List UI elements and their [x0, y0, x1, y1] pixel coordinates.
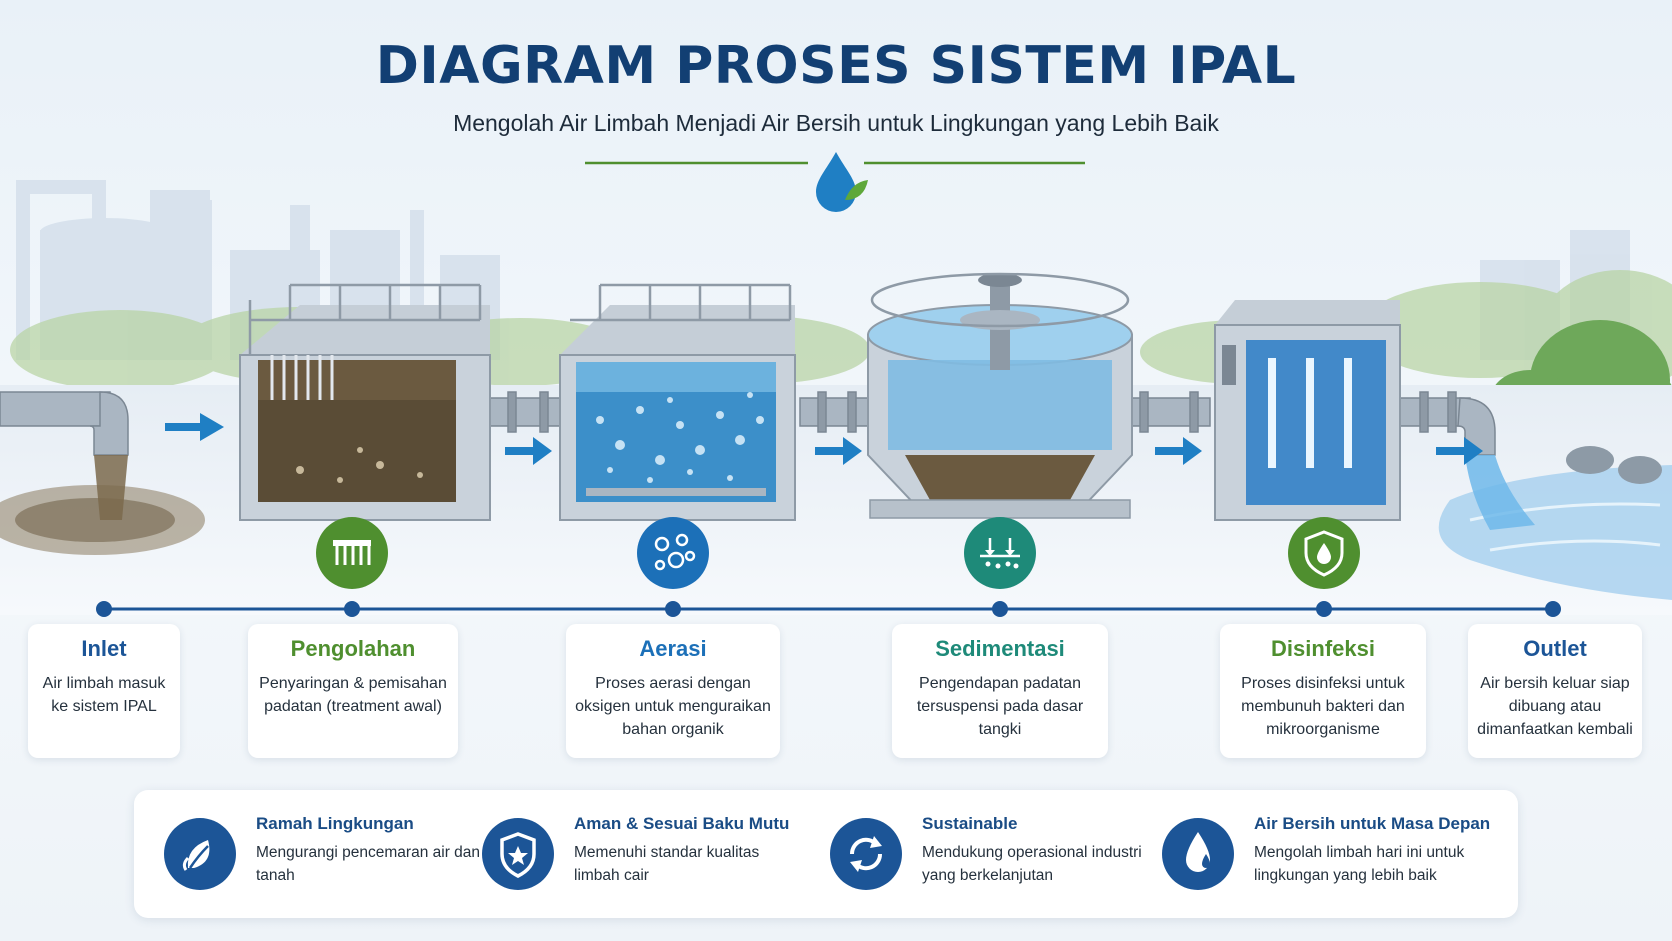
- timeline-dot: [665, 601, 681, 617]
- step-description: Air bersih keluar siap dibuang atau dima…: [1477, 675, 1633, 738]
- water-drop-logo-icon: [816, 152, 868, 212]
- timeline-dot: [96, 601, 112, 617]
- step-title: Pengolahan: [290, 636, 416, 661]
- timeline-dot: [1316, 601, 1332, 617]
- step-card-disinfeksi: Disinfeksi Proses disinfeksi untuk membu…: [1220, 624, 1426, 758]
- benefit-title: Aman & Sesuai Baku Mutu: [574, 814, 790, 833]
- flow-arrow: [505, 437, 552, 465]
- step-description: Proses disinfeksi untuk membunuh bakteri…: [1241, 675, 1405, 738]
- benefit-title: Ramah Lingkungan: [256, 814, 414, 833]
- step-description: Proses aerasi dengan oksigen untuk mengu…: [575, 675, 771, 738]
- sediment-icon: [964, 517, 1036, 589]
- shield-star-icon: [482, 818, 554, 890]
- tank-disinfeksi: [1214, 300, 1401, 521]
- flow-arrow: [815, 437, 862, 465]
- benefit-title: Air Bersih untuk Masa Depan: [1254, 814, 1491, 833]
- step-card-inlet: Inlet Air limbah masuk ke sistem IPAL: [28, 624, 180, 758]
- benefit-description: Mengurangi pencemaran air dan tanah: [256, 844, 481, 884]
- timeline: [96, 601, 1561, 617]
- leaf-icon: [164, 818, 236, 890]
- benefit-air-bersih: Air Bersih untuk Masa Depan Mengolah lim…: [1162, 814, 1502, 894]
- benefits-panel: Ramah Lingkungan Mengurangi pencemaran a…: [134, 790, 1518, 918]
- water-drop-icon: [1162, 818, 1234, 890]
- page-title: DIAGRAM PROSES SISTEM IPAL: [375, 36, 1297, 96]
- bubbles-icon: [637, 517, 709, 589]
- flow-arrow: [1155, 437, 1202, 465]
- benefit-sustainable: Sustainable Mendukung operasional indust…: [830, 814, 1142, 894]
- timeline-dot: [344, 601, 360, 617]
- timeline-dot: [1545, 601, 1561, 617]
- step-title: Sedimentasi: [935, 636, 1065, 661]
- page-subtitle: Mengolah Air Limbah Menjadi Air Bersih u…: [453, 110, 1219, 136]
- step-title: Disinfeksi: [1271, 636, 1375, 661]
- benefit-title: Sustainable: [922, 814, 1018, 833]
- step-title: Aerasi: [639, 636, 707, 661]
- step-card-aerasi: Aerasi Proses aerasi dengan oksigen untu…: [566, 624, 780, 758]
- benefit-ramah-lingkungan: Ramah Lingkungan Mengurangi pencemaran a…: [164, 814, 480, 894]
- step-card-pengolahan: Pengolahan Penyaringan & pemisahan padat…: [248, 624, 458, 758]
- tank-pengolahan: [239, 283, 491, 521]
- step-title: Outlet: [1523, 636, 1587, 661]
- flow-arrows: [165, 413, 1483, 465]
- recycle-icon: [830, 818, 902, 890]
- tank-sedimentasi: [867, 272, 1133, 519]
- flow-arrow: [165, 413, 224, 441]
- step-card-sedimentasi: Sedimentasi Pengendapan padatan tersuspe…: [892, 624, 1108, 758]
- step-card-outlet: Outlet Air bersih keluar siap dibuang at…: [1468, 624, 1642, 758]
- step-description: Penyaringan & pemisahan padatan (treatme…: [259, 675, 447, 715]
- tank-aerasi: [559, 283, 796, 521]
- benefit-description: Mendukung operasional industri yang berk…: [922, 844, 1142, 884]
- benefit-description: Memenuhi standar kualitas limbah cair: [574, 844, 760, 884]
- step-title: Inlet: [81, 636, 127, 661]
- benefit-aman-baku-mutu: Aman & Sesuai Baku Mutu Memenuhi standar…: [482, 814, 802, 894]
- screen-filter-icon: [316, 517, 388, 589]
- shield-drop-icon: [1288, 517, 1360, 589]
- flow-arrow: [1436, 437, 1483, 465]
- header: DIAGRAM PROSES SISTEM IPAL Mengolah Air …: [0, 36, 1672, 137]
- step-description: Pengendapan padatan tersuspensi pada das…: [916, 675, 1084, 738]
- timeline-dot: [992, 601, 1008, 617]
- benefit-description: Mengolah limbah hari ini untuk lingkunga…: [1254, 844, 1465, 884]
- step-description: Air limbah masuk ke sistem IPAL: [42, 675, 166, 715]
